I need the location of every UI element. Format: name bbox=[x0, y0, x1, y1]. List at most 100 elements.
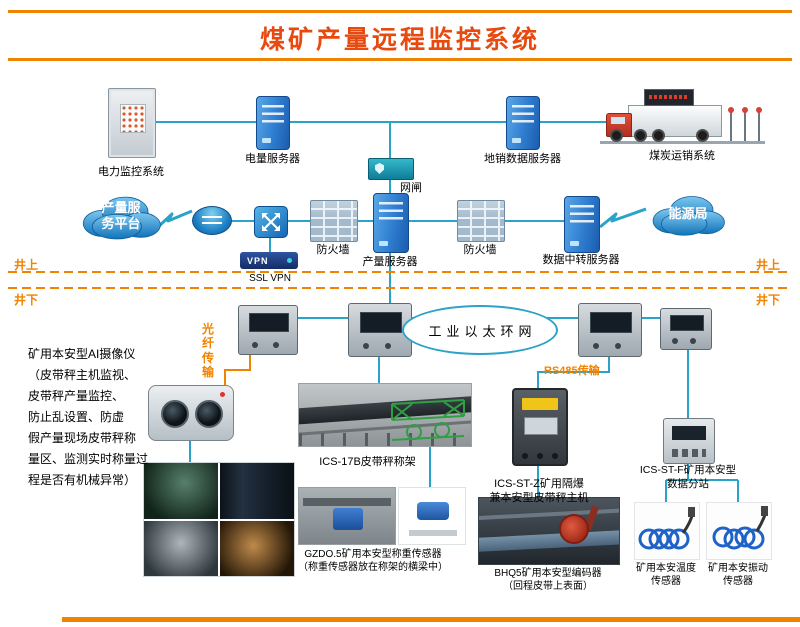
coiled-cable-icon bbox=[712, 506, 768, 550]
belt-scale-label: ICS-17B皮带秤称架 bbox=[319, 456, 416, 468]
fiber-transmission-label: 光 纤 传 输 bbox=[201, 322, 214, 380]
cctv-view-4 bbox=[220, 520, 294, 576]
firewall-right-label: 防火墙 bbox=[463, 244, 497, 256]
encoder-label: BHQ5矿用本安型编码器 （回程皮带上表面） bbox=[494, 568, 602, 592]
weight-sensor-in-frame bbox=[298, 487, 396, 545]
temperature-sensor-photo bbox=[634, 502, 700, 560]
monitoring-substation-3 bbox=[578, 303, 642, 357]
switch-icon bbox=[254, 206, 288, 238]
truck-wheel bbox=[696, 129, 709, 142]
lane-pole bbox=[756, 107, 762, 141]
host-screen bbox=[524, 417, 558, 435]
power-monitor-label: 电力监控系统 bbox=[98, 166, 164, 178]
zone-underground-left: 井下 bbox=[14, 293, 39, 307]
page-title: 煤矿产量远程监控系统 bbox=[259, 26, 540, 54]
relay-server-icon bbox=[564, 196, 600, 253]
conveyor-legs bbox=[299, 433, 471, 446]
ssl-vpn-device: VPN bbox=[240, 252, 298, 269]
vibration-sensor-photo bbox=[706, 502, 772, 560]
substation-knob bbox=[614, 343, 621, 350]
firewall-right-icon bbox=[457, 200, 505, 242]
substation-knob bbox=[251, 341, 258, 348]
zone-surface-left: 井上 bbox=[14, 258, 39, 272]
monitoring-substation-1 bbox=[238, 305, 298, 355]
platform-cloud: 产量服 务平台 bbox=[80, 190, 162, 242]
camera-indicator-light bbox=[220, 392, 225, 397]
substation-knob bbox=[672, 337, 678, 344]
coiled-cable-icon bbox=[638, 507, 695, 550]
host-brand-tag bbox=[522, 398, 558, 410]
cable-gland bbox=[552, 453, 558, 459]
rs485-transmission-label: RS485传输 bbox=[544, 365, 600, 377]
zone-underground-right: 井下 bbox=[756, 293, 781, 307]
power-server-label: 电量服务器 bbox=[245, 153, 300, 165]
belt-conveyor-photo bbox=[298, 383, 472, 447]
scale-beam bbox=[303, 498, 391, 506]
network-gap-label: 网闸 bbox=[400, 182, 422, 194]
substation-knob bbox=[384, 343, 391, 350]
firewall-left-icon bbox=[310, 200, 358, 242]
cctv-view-1 bbox=[144, 463, 218, 519]
encoder-wheel bbox=[559, 514, 589, 544]
cctv-view-3 bbox=[144, 520, 218, 576]
weight-sensor-block bbox=[333, 508, 363, 530]
weight-sensor-base bbox=[409, 530, 457, 536]
camera-lens-icon bbox=[195, 400, 223, 428]
cabinet-indicator-grid bbox=[120, 104, 146, 133]
substation-screen bbox=[590, 311, 632, 333]
cloud-icon bbox=[652, 196, 725, 236]
vib-sensor-label: 矿用本安振动 传感器 bbox=[708, 563, 768, 587]
data-substation-device bbox=[663, 418, 715, 464]
substation-screen bbox=[670, 315, 704, 332]
ai-camera-device bbox=[148, 385, 234, 441]
belt-scale-frame-drawing bbox=[391, 399, 465, 441]
firewall-left-label: 防火墙 bbox=[316, 244, 350, 256]
encoder-frame bbox=[479, 507, 619, 521]
fiber-link-line bbox=[224, 353, 251, 386]
lightning-link-icons bbox=[156, 207, 647, 229]
coal-transport-scene bbox=[600, 84, 765, 146]
scale-host-label: ICS-ST-Z矿用隔爆 兼本安型皮带秤主机 bbox=[489, 478, 589, 505]
truck-wheel bbox=[652, 129, 665, 142]
weighbridge-ground bbox=[600, 141, 765, 144]
header-rule-top bbox=[8, 10, 792, 13]
lane-pole bbox=[728, 107, 734, 141]
substation-buttons bbox=[672, 449, 706, 457]
camera-lens-icon bbox=[161, 400, 189, 428]
ethernet-ring-label: 工业以太环网 bbox=[428, 323, 537, 339]
production-server-icon bbox=[373, 193, 409, 253]
return-belt bbox=[479, 529, 619, 553]
relay-server-label: 数据中转服务器 bbox=[542, 254, 620, 266]
substation-screen bbox=[249, 313, 289, 333]
substation-knob bbox=[690, 337, 696, 344]
truck-wheel bbox=[610, 129, 623, 142]
data-station-label: ICS-ST-F矿用本安型 数据分站 bbox=[639, 464, 737, 490]
router-icon bbox=[192, 206, 232, 235]
weight-sensor-photo bbox=[298, 487, 466, 545]
industrial-ethernet-ring: 工业以太环网 bbox=[402, 305, 558, 355]
coal-transport-label: 煤炭运销系统 bbox=[649, 150, 715, 162]
substation-knob bbox=[362, 343, 369, 350]
encoder-photo bbox=[478, 497, 620, 565]
substation-knob bbox=[592, 343, 599, 350]
energy-bureau-cloud: 能源局 bbox=[650, 190, 726, 238]
weight-sensor-closeup bbox=[398, 487, 466, 545]
cctv-view-2 bbox=[220, 463, 294, 519]
belt-scale-host-device bbox=[512, 388, 568, 466]
ai-camera-note: 矿用本安型AI摄像仪 （皮带秤主机监视、 皮带秤产量监控、 防止乱设置、防虚 假… bbox=[28, 347, 149, 487]
truck-wheel bbox=[634, 129, 647, 142]
substation-screen bbox=[672, 426, 706, 440]
platform-cloud-label: 产量服 务平台 bbox=[101, 200, 141, 231]
cctv-quad-view bbox=[143, 462, 295, 577]
switch-arrows-icon bbox=[262, 213, 280, 231]
energy-bureau-label: 能源局 bbox=[668, 206, 708, 222]
weight-sensor-body bbox=[417, 502, 449, 520]
substation-knob bbox=[272, 341, 279, 348]
sales-server-icon bbox=[506, 96, 540, 150]
weight-sensor-label: GZDO.5矿用本安型称重传感器 （称重传感器放在称架的横梁中） bbox=[298, 549, 448, 573]
sales-server-label: 地销数据服务器 bbox=[484, 153, 561, 165]
ssl-vpn-label: SSL VPN bbox=[249, 273, 291, 284]
zone-surface-right: 井上 bbox=[756, 258, 781, 272]
vpn-device-text: VPN bbox=[247, 255, 269, 266]
lane-pole bbox=[742, 107, 748, 141]
